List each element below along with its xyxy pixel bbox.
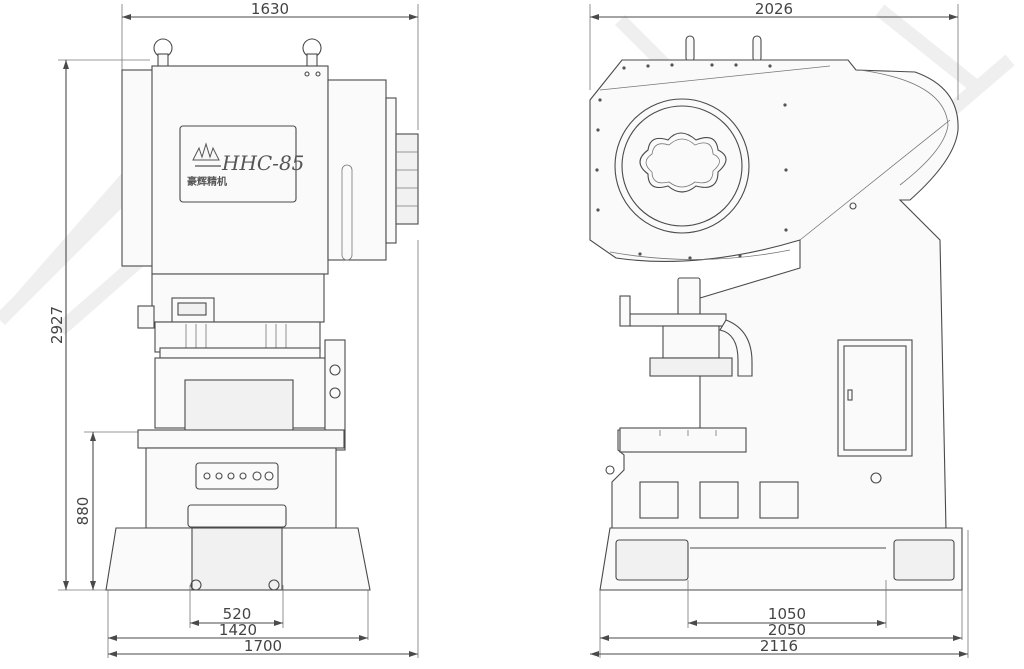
badge-model: HHC-85 — [221, 151, 304, 175]
side-cabinet — [837, 339, 913, 484]
nameplate: HHC-85 豪辉精机 — [179, 125, 304, 203]
dim-label-1420: 1420 — [219, 621, 257, 639]
lifting-eyes-front — [153, 38, 322, 69]
dim-label-2927: 2927 — [48, 306, 66, 344]
dim-front-lower: 880 — [74, 431, 140, 590]
dim-side-bottom: 1050 2050 2116 — [590, 530, 969, 658]
dim-front-height: 2927 — [48, 59, 150, 591]
frame-rivets — [595, 63, 788, 260]
dim-label-520: 520 — [223, 605, 252, 623]
dim-label-1050: 1050 — [768, 605, 806, 623]
side-base — [599, 527, 963, 591]
lifting-eyes-side — [685, 35, 762, 63]
front-base — [105, 504, 371, 591]
front-view: 1630 2927 880 — [48, 0, 419, 658]
dim-side-top: 2026 — [589, 0, 959, 100]
dim-label-2026: 2026 — [755, 0, 793, 18]
side-frame — [589, 59, 959, 531]
side-ram — [619, 277, 753, 377]
front-bolster — [137, 429, 345, 529]
dim-label-1630: 1630 — [251, 0, 289, 18]
dim-label-880: 880 — [74, 497, 92, 526]
dim-label-1700: 1700 — [244, 637, 282, 655]
dim-front-top: 1630 — [121, 0, 419, 130]
dim-label-2050: 2050 — [768, 621, 806, 639]
side-table — [605, 427, 799, 519]
side-view: 2026 — [589, 0, 969, 658]
crown-logo-icon — [192, 142, 221, 167]
dim-front-bottom: 520 1420 1700 — [107, 240, 419, 658]
dim-label-2116: 2116 — [760, 637, 798, 655]
front-slide — [137, 273, 346, 451]
badge-company: 豪辉精机 — [187, 175, 227, 188]
